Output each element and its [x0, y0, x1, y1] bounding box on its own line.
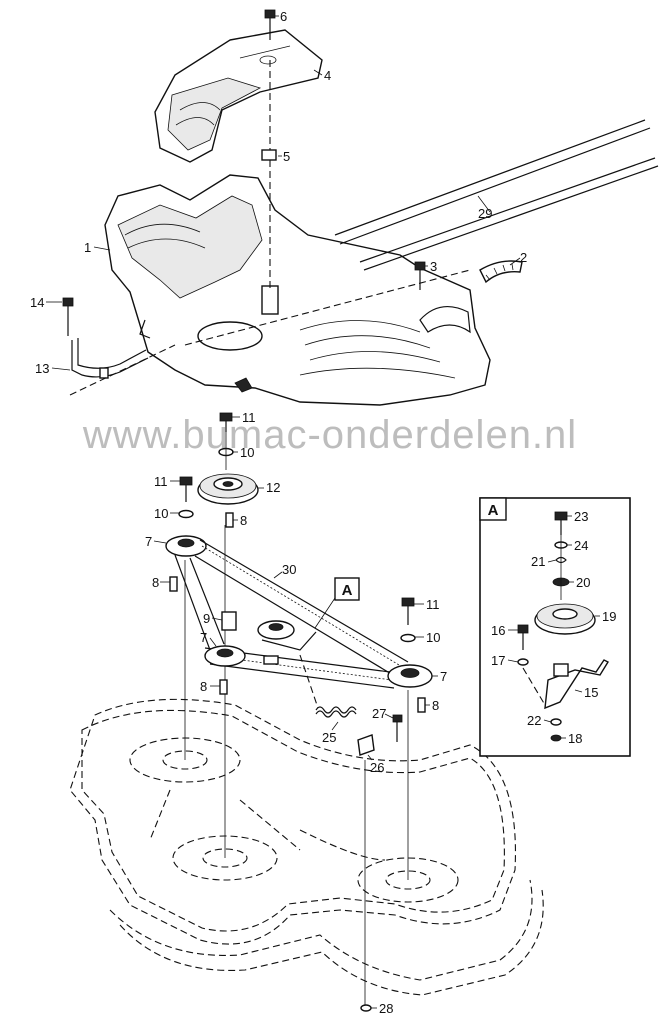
- bolt-part-6: [264, 9, 276, 40]
- washer-part-10-left: [178, 509, 194, 519]
- pulley-part-12: [197, 473, 259, 505]
- main-shroud-part-1: [104, 174, 491, 406]
- spacer-part-8-pulley: [225, 512, 234, 528]
- part-label: 17: [491, 653, 505, 668]
- detail-clip-part-21: [555, 556, 567, 564]
- part-label: 6: [280, 9, 287, 24]
- part-label: 26: [370, 760, 384, 775]
- part-label: 30: [282, 562, 296, 577]
- top-cover-part-4: [154, 29, 323, 163]
- washer-part-28: [360, 1004, 372, 1012]
- nut-clip-part-5: [261, 149, 277, 161]
- part-label: 9: [203, 611, 210, 626]
- part-label: 27: [372, 706, 386, 721]
- idler-pulley-part-7-top: [165, 535, 207, 557]
- part-label: 7: [145, 534, 152, 549]
- part-label: 7: [440, 669, 447, 684]
- spacer-part-8-right: [417, 697, 426, 713]
- washer-part-10-right: [400, 633, 416, 643]
- spacer-part-8-mid: [219, 679, 228, 695]
- part-label: 19: [602, 609, 616, 624]
- part-label: 21: [531, 554, 545, 569]
- part-label: 10: [240, 445, 254, 460]
- part-labels: 6 4 5 29 1 3 2 14 13 11 10 11 12 10 8 7 …: [30, 9, 616, 1016]
- part-label: 10: [426, 630, 440, 645]
- pulley-part-7-right: [387, 664, 433, 688]
- detail-box-label: A: [488, 502, 499, 519]
- clip-part-2: [479, 260, 523, 284]
- part-label: 18: [568, 731, 582, 746]
- part-label: 4: [324, 68, 331, 83]
- bolt-part-11-left: [179, 476, 193, 502]
- spacer-part-9: [221, 611, 237, 631]
- part-label: 5: [283, 149, 290, 164]
- part-label: 11: [154, 474, 168, 489]
- part-label: 3: [430, 259, 437, 274]
- detail-pulley-part-19: [534, 603, 596, 635]
- part-label: 15: [584, 685, 598, 700]
- detail-box-a: [479, 497, 631, 757]
- watermark-text: www.bumac-onderdelen.nl: [82, 413, 577, 457]
- part-label: 10: [154, 506, 168, 521]
- idler-pulley-part-7-mid: [204, 645, 246, 667]
- part-label: 2: [520, 250, 527, 265]
- part-label: 28: [379, 1001, 393, 1016]
- bolt-part-11-right: [401, 597, 415, 625]
- detail-callout-label: A: [342, 582, 353, 599]
- part-label: 23: [574, 509, 588, 524]
- part-label: 11: [242, 410, 256, 425]
- spacer-part-8-left: [169, 576, 178, 592]
- bolt-part-27: [392, 714, 403, 742]
- part-label: 8: [432, 698, 439, 713]
- detail-nut-part-18: [550, 734, 562, 742]
- part-label: 14: [30, 295, 44, 310]
- bracket-part-26: [357, 734, 375, 756]
- detail-washer-part-17: [517, 658, 529, 666]
- part-label: 25: [322, 730, 336, 745]
- part-label: 7: [200, 630, 207, 645]
- part-label: 20: [576, 575, 590, 590]
- part-label: 8: [240, 513, 247, 528]
- leader-lines: [46, 15, 600, 1009]
- bolt-part-14: [62, 297, 74, 336]
- part-label: 8: [200, 679, 207, 694]
- detail-washer-part-22: [550, 718, 562, 726]
- detail-callout-box: [334, 577, 360, 601]
- spring-part-25: [315, 706, 357, 718]
- part-label: 16: [491, 623, 505, 638]
- bracket-part-13: [71, 338, 149, 379]
- part-label: 22: [527, 713, 541, 728]
- detail-bolt-part-16: [517, 624, 529, 650]
- part-label: 11: [426, 597, 440, 612]
- part-label: 13: [35, 361, 49, 376]
- part-label: 24: [574, 538, 588, 553]
- rail-part-29: [334, 119, 659, 271]
- part-label: 1: [84, 240, 91, 255]
- mower-deck: [69, 698, 544, 996]
- part-label: 12: [266, 480, 280, 495]
- part-label: 29: [478, 206, 492, 221]
- arm-pulley-a: [257, 620, 317, 665]
- part-label: 8: [152, 575, 159, 590]
- detail-bracket-part-15: [544, 659, 609, 710]
